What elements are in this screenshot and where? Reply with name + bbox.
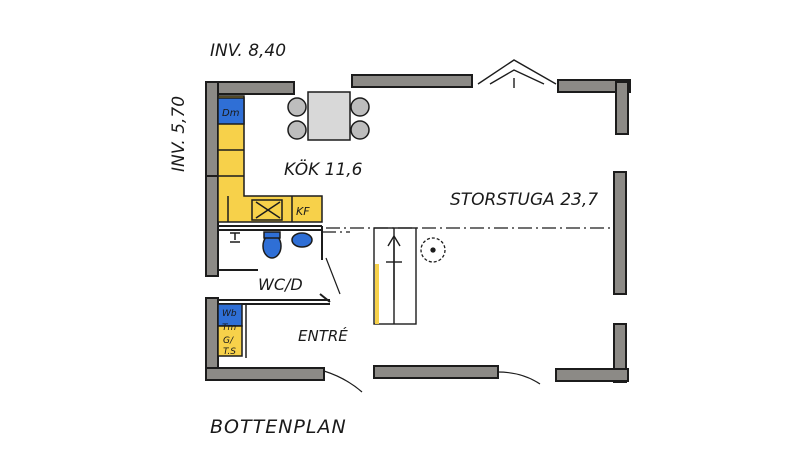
floor-plan-title: BOTTENPLAN	[210, 416, 347, 438]
inner-width-label: INV. 8,40	[210, 41, 286, 61]
fridge-freezer-label: KF	[296, 205, 310, 218]
kitchen-counter	[217, 95, 323, 223]
washer-label: Wb	[222, 309, 237, 319]
laundry-fixtures	[217, 303, 247, 358]
cabinet-label-2: T.S	[223, 347, 236, 357]
doors	[323, 370, 541, 393]
staircase	[373, 227, 417, 325]
dining-table	[307, 91, 351, 141]
chair	[350, 120, 370, 140]
chair	[350, 97, 370, 117]
inner-depth-label: INV. 5,70	[169, 96, 189, 172]
entry-label: ENTRÉ	[298, 326, 348, 345]
wall-left-middle	[205, 175, 219, 277]
wc-fixtures	[230, 231, 313, 259]
cabinet	[217, 325, 243, 357]
dining-set	[287, 91, 370, 141]
living-room-label: STORSTUGA 23,7	[450, 190, 598, 210]
stair-rail	[375, 264, 379, 324]
kitchen-label: KÖK 11,6	[284, 158, 363, 180]
sink	[291, 232, 313, 248]
stove-circle	[420, 237, 446, 263]
section-lines	[322, 227, 614, 233]
wall-left-lower	[205, 297, 219, 379]
wall-bottom-left	[205, 367, 325, 381]
wall-bottom-middle	[373, 365, 499, 379]
stove-marker	[251, 199, 283, 221]
dishwasher-label: Dm	[222, 108, 240, 119]
bay-window	[477, 59, 557, 88]
wall-bottom-right	[555, 368, 629, 382]
wc-label: WC/D	[258, 275, 303, 294]
wall-top-right	[557, 79, 631, 93]
wall-top-middle	[351, 74, 473, 88]
cabinet-label-1: G/	[223, 336, 234, 346]
dishwasher	[217, 97, 245, 125]
wall-right-upper	[615, 81, 629, 135]
wall-right-middle	[613, 171, 627, 295]
chair	[287, 97, 307, 117]
wall-left-upper	[205, 81, 219, 183]
dryer-label: Tm	[222, 323, 236, 333]
chair	[287, 120, 307, 140]
wall-top-left	[205, 81, 295, 95]
